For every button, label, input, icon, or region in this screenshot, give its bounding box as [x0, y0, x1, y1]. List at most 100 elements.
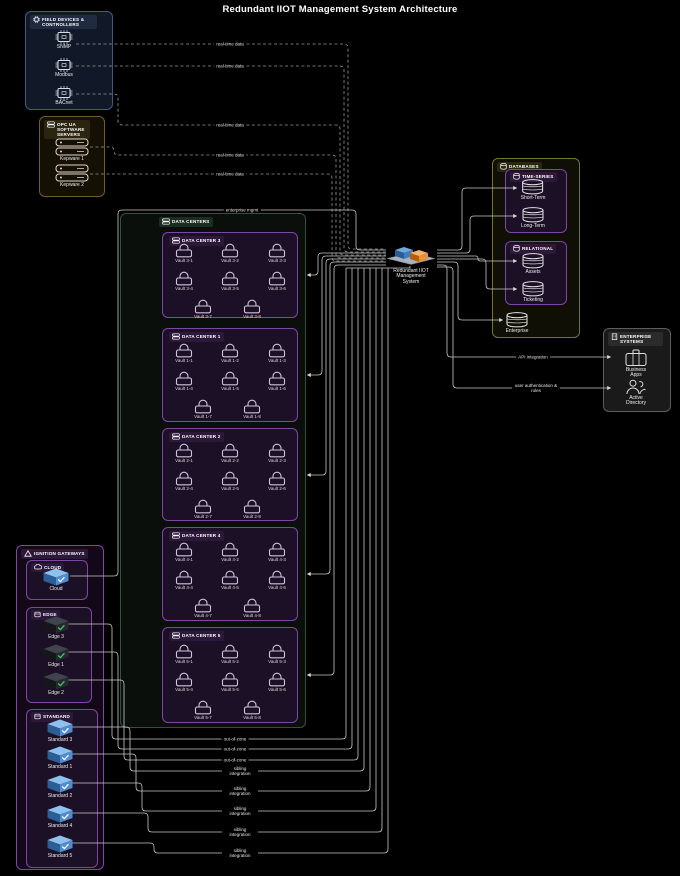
node-edge-2[interactable]: Edge 2 — [43, 672, 69, 696]
node-vault-5-2[interactable]: Vault 5-2 — [218, 643, 242, 665]
node-enterprise[interactable]: Enterprise — [505, 312, 529, 334]
node-short-term[interactable]: Short-Term — [521, 179, 545, 201]
node-vault-4-4[interactable]: Vault 4-4 — [172, 569, 196, 591]
node-vault-5-8[interactable]: Vault 5-8 — [240, 699, 264, 721]
node-vault-1-5[interactable]: Vault 1-5 — [218, 370, 242, 392]
node-snmp[interactable]: SNMP — [54, 30, 74, 50]
node-vault-5-5[interactable]: Vault 5-5 — [218, 671, 242, 693]
chip-icon — [33, 16, 40, 23]
node-active-directory[interactable]: Active Directory — [619, 379, 653, 407]
node-vault-5-1[interactable]: Vault 5-1 — [172, 643, 196, 665]
cloud-icon — [34, 564, 42, 570]
lock-icon — [218, 643, 242, 659]
server-icon — [55, 138, 89, 156]
node-vault-2-6[interactable]: Vault 2-6 — [265, 470, 289, 492]
node-kepware-1[interactable]: Kepware 1 — [55, 138, 89, 162]
node-assets[interactable]: Assets — [521, 253, 545, 275]
node-vault-1-2[interactable]: Vault 1-2 — [218, 342, 242, 364]
node-vault-4-1[interactable]: Vault 4-1 — [172, 541, 196, 563]
database-icon — [521, 281, 545, 297]
node-redundant-iiot-management-system[interactable]: Redundant IIOT Management System — [386, 246, 436, 285]
node-vault-1-3[interactable]: Vault 1-3 — [265, 342, 289, 364]
node-vault-4-3[interactable]: Vault 4-3 — [265, 541, 289, 563]
lock-icon — [218, 541, 242, 557]
node-vault-1-6[interactable]: Vault 1-6 — [265, 370, 289, 392]
node-vault-5-6[interactable]: Vault 5-6 — [265, 671, 289, 693]
node-kepware-2[interactable]: Kepware 2 — [55, 164, 89, 188]
node-vault-5-7[interactable]: Vault 5-7 — [191, 699, 215, 721]
node-business-apps[interactable]: Business Apps — [621, 349, 651, 379]
node-vault-1-1[interactable]: Vault 1-1 — [172, 342, 196, 364]
node-label: Vault 2-2 — [221, 458, 239, 463]
group-title: DATABASES — [509, 163, 539, 169]
node-vault-3-6[interactable]: Vault 3-6 — [265, 270, 289, 292]
node-label: Vault 2-5 — [221, 486, 239, 491]
node-vault-2-3[interactable]: Vault 2-3 — [265, 442, 289, 464]
node-vault-2-8[interactable]: Vault 2-8 — [240, 498, 264, 520]
lock-icon — [191, 699, 215, 715]
edge-label-real-time: real-time data — [214, 122, 246, 128]
node-standard-2[interactable]: Standard 2 — [47, 775, 73, 799]
node-vault-2-1[interactable]: Vault 2-1 — [172, 442, 196, 464]
node-label: Vault 5-6 — [268, 687, 286, 692]
lock-icon — [240, 298, 264, 314]
node-vault-2-5[interactable]: Vault 2-5 — [218, 470, 242, 492]
node-modbus[interactable]: Modbus — [54, 58, 74, 78]
node-standard-3[interactable]: Standard 3 — [47, 719, 73, 743]
node-label: Business Apps — [625, 367, 647, 379]
lock-icon — [191, 398, 215, 414]
database-icon — [521, 207, 545, 223]
node-label: Vault 2-1 — [175, 458, 193, 463]
edge-label-sibling: sibling integration — [222, 826, 258, 838]
chip-icon — [54, 30, 74, 44]
node-vault-5-3[interactable]: Vault 5-3 — [265, 643, 289, 665]
node-label: Vault 5-1 — [175, 659, 193, 664]
node-vault-3-8[interactable]: Vault 3-8 — [240, 298, 264, 320]
node-label: Vault 4-3 — [268, 557, 286, 562]
group-title: OPC UA SOFTWARE SERVERS — [57, 121, 85, 138]
node-vault-3-7[interactable]: Vault 3-7 — [191, 298, 215, 320]
lock-icon — [172, 342, 196, 358]
node-vault-3-5[interactable]: Vault 3-5 — [218, 270, 242, 292]
node-label: Vault 2-4 — [175, 486, 193, 491]
node-vault-3-3[interactable]: Vault 3-3 — [265, 242, 289, 264]
edge-label-out-of-zone: out-of-zone — [221, 746, 249, 752]
node-edge-1[interactable]: Edge 1 — [43, 644, 69, 668]
node-vault-2-4[interactable]: Vault 2-4 — [172, 470, 196, 492]
node-vault-4-7[interactable]: Vault 4-7 — [191, 597, 215, 619]
diagram-title: Redundant IIOT Management System Archite… — [222, 4, 458, 15]
server-icon — [172, 433, 180, 440]
node-label: Vault 3-6 — [268, 286, 286, 291]
node-vault-4-2[interactable]: Vault 4-2 — [218, 541, 242, 563]
node-standard-4[interactable]: Standard 4 — [47, 805, 73, 829]
node-vault-2-7[interactable]: Vault 2-7 — [191, 498, 215, 520]
node-vault-2-2[interactable]: Vault 2-2 — [218, 442, 242, 464]
node-bacnet[interactable]: BACnet — [54, 86, 74, 106]
node-label: Vault 4-7 — [194, 613, 212, 618]
node-label: Vault 2-6 — [268, 486, 286, 491]
node-vault-4-6[interactable]: Vault 4-6 — [265, 569, 289, 591]
node-vault-5-4[interactable]: Vault 5-4 — [172, 671, 196, 693]
node-vault-3-2[interactable]: Vault 3-2 — [218, 242, 242, 264]
node-standard-5[interactable]: Standard 5 — [47, 835, 73, 859]
node-label: Vault 1-2 — [221, 358, 239, 363]
node-edge-3[interactable]: Edge 3 — [43, 616, 69, 640]
node-cloud[interactable]: Cloud — [43, 568, 69, 592]
node-vault-4-8[interactable]: Vault 4-8 — [240, 597, 264, 619]
node-vault-1-7[interactable]: Vault 1-7 — [191, 398, 215, 420]
node-long-term[interactable]: Long-Term — [521, 207, 545, 229]
node-standard-1[interactable]: Standard 1 — [47, 746, 73, 770]
server-icon — [172, 532, 180, 539]
cube-icon — [43, 568, 69, 586]
node-label: Edge 2 — [48, 690, 64, 696]
node-vault-3-1[interactable]: Vault 3-1 — [172, 242, 196, 264]
node-ticketing[interactable]: Ticketing — [521, 281, 545, 303]
node-label: Kepware 1 — [60, 156, 84, 162]
node-label: Modbus — [55, 72, 73, 78]
node-vault-4-5[interactable]: Vault 4-5 — [218, 569, 242, 591]
database-icon — [513, 173, 520, 180]
node-vault-1-8[interactable]: Vault 1-8 — [240, 398, 264, 420]
node-vault-3-4[interactable]: Vault 3-4 — [172, 270, 196, 292]
node-vault-1-4[interactable]: Vault 1-4 — [172, 370, 196, 392]
node-label: BACnet — [55, 100, 73, 106]
